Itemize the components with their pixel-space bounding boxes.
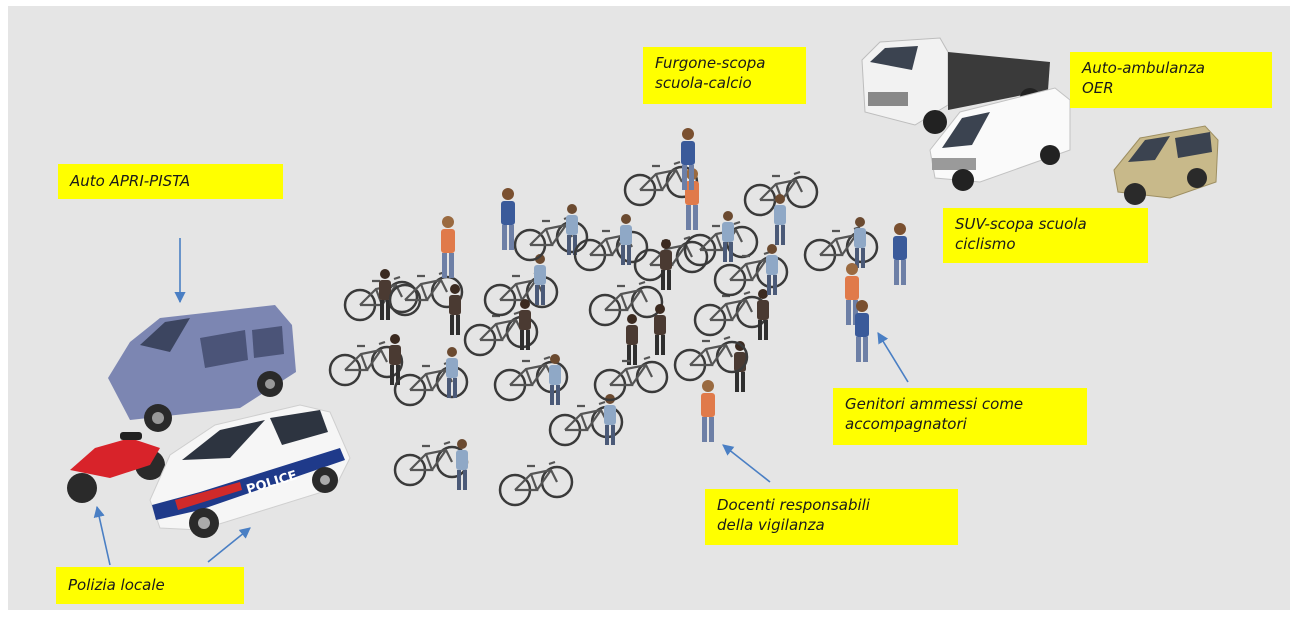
truck-icon: [861, 37, 1050, 134]
label-genitori: Genitori ammessi come accompagnatori: [833, 388, 1087, 445]
label-polizia-locale: Polizia locale: [56, 567, 244, 604]
police-car-icon: POLICE: [149, 404, 351, 538]
van-icon: [929, 87, 1071, 191]
minivan-icon: [108, 305, 296, 432]
label-auto-ambulanza: Auto-ambulanza OER: [1070, 52, 1272, 108]
label-furgone-scopa: Furgone-scopa scuola-calcio: [643, 47, 806, 104]
suv-icon: [1113, 125, 1219, 205]
motorbike-icon: [67, 432, 165, 503]
arrow-icon: [93, 238, 909, 566]
label-docenti: Docenti responsabili della vigilanza: [705, 489, 958, 545]
cyclist-group: [328, 128, 879, 507]
label-auto-apripista: Auto APRI-PISTA: [58, 164, 283, 199]
label-suv-scopa: SUV-scopa scuola ciclismo: [943, 208, 1148, 263]
